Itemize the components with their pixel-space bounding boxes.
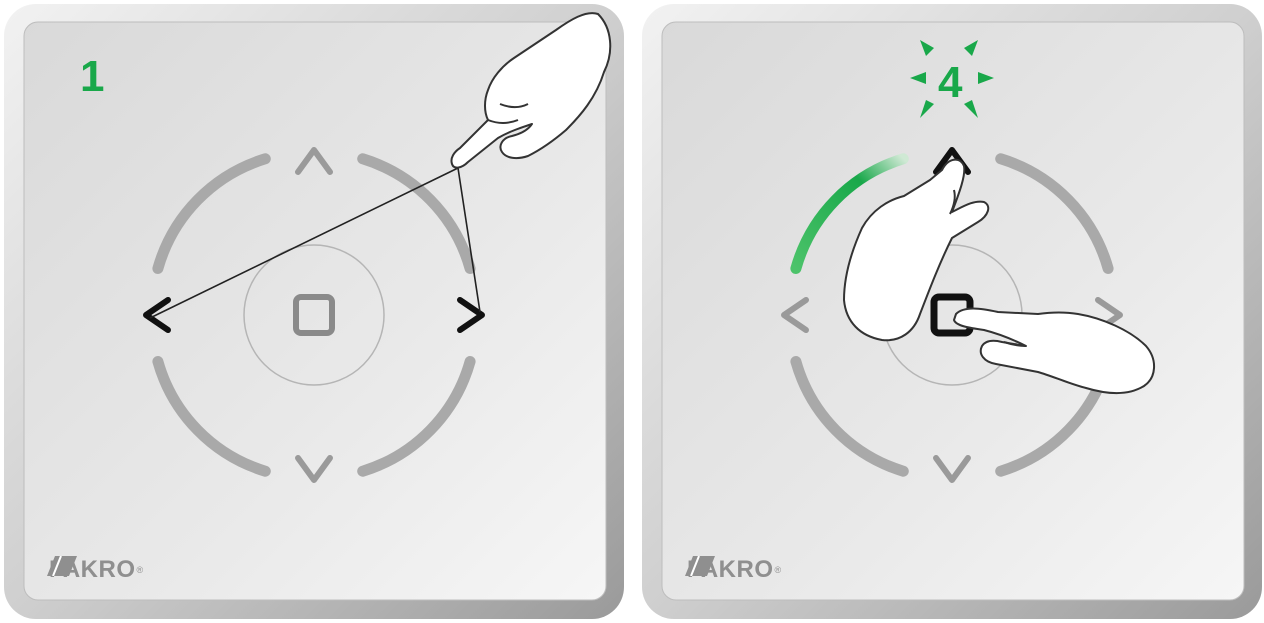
blink-indicator-icon bbox=[910, 40, 994, 118]
fakro-logo-mark-icon bbox=[685, 556, 715, 576]
control-ring bbox=[152, 153, 476, 477]
ring-segment-upper-left-lit[interactable] bbox=[790, 153, 909, 274]
stop-button[interactable] bbox=[293, 294, 335, 336]
hand-pointer-icon bbox=[450, 12, 612, 169]
up-arrow-button[interactable] bbox=[295, 147, 333, 175]
step-number: 4 bbox=[938, 58, 963, 107]
hand-pointer-icon bbox=[843, 158, 990, 342]
registered-mark: ® bbox=[136, 565, 144, 575]
ring-segment-lower-left[interactable] bbox=[790, 356, 909, 477]
ring-segment-lower-right[interactable] bbox=[357, 356, 476, 477]
registered-mark: ® bbox=[774, 565, 782, 575]
center-button-ring bbox=[243, 244, 385, 386]
left-arrow-button[interactable] bbox=[781, 297, 809, 333]
ring-segment-upper-right[interactable] bbox=[995, 153, 1114, 274]
gesture-lines bbox=[149, 167, 481, 319]
right-arrow-button[interactable] bbox=[457, 297, 485, 333]
ring-segment-upper-right[interactable] bbox=[357, 153, 476, 274]
fakro-logo: FAKRO ® bbox=[685, 556, 781, 584]
fakro-logo-mark-icon bbox=[47, 556, 77, 576]
hand-pointer-icon bbox=[953, 307, 1155, 394]
panel-drawing-1 bbox=[4, 4, 624, 619]
left-arrow-button[interactable] bbox=[143, 297, 171, 333]
ring-segment-lower-left[interactable] bbox=[152, 356, 271, 477]
panel-face bbox=[661, 21, 1245, 601]
fakro-logo: FAKRO ® bbox=[47, 556, 143, 584]
step-number: 1 bbox=[80, 52, 105, 101]
down-arrow-button[interactable] bbox=[933, 455, 971, 483]
panel-drawing-4 bbox=[642, 4, 1262, 619]
control-panel-step-4: 4 FAKRO ® bbox=[638, 0, 1264, 623]
down-arrow-button[interactable] bbox=[295, 455, 333, 483]
control-panel-step-1: 1 FAKRO ® bbox=[0, 0, 628, 623]
ring-segment-upper-left[interactable] bbox=[152, 153, 271, 274]
